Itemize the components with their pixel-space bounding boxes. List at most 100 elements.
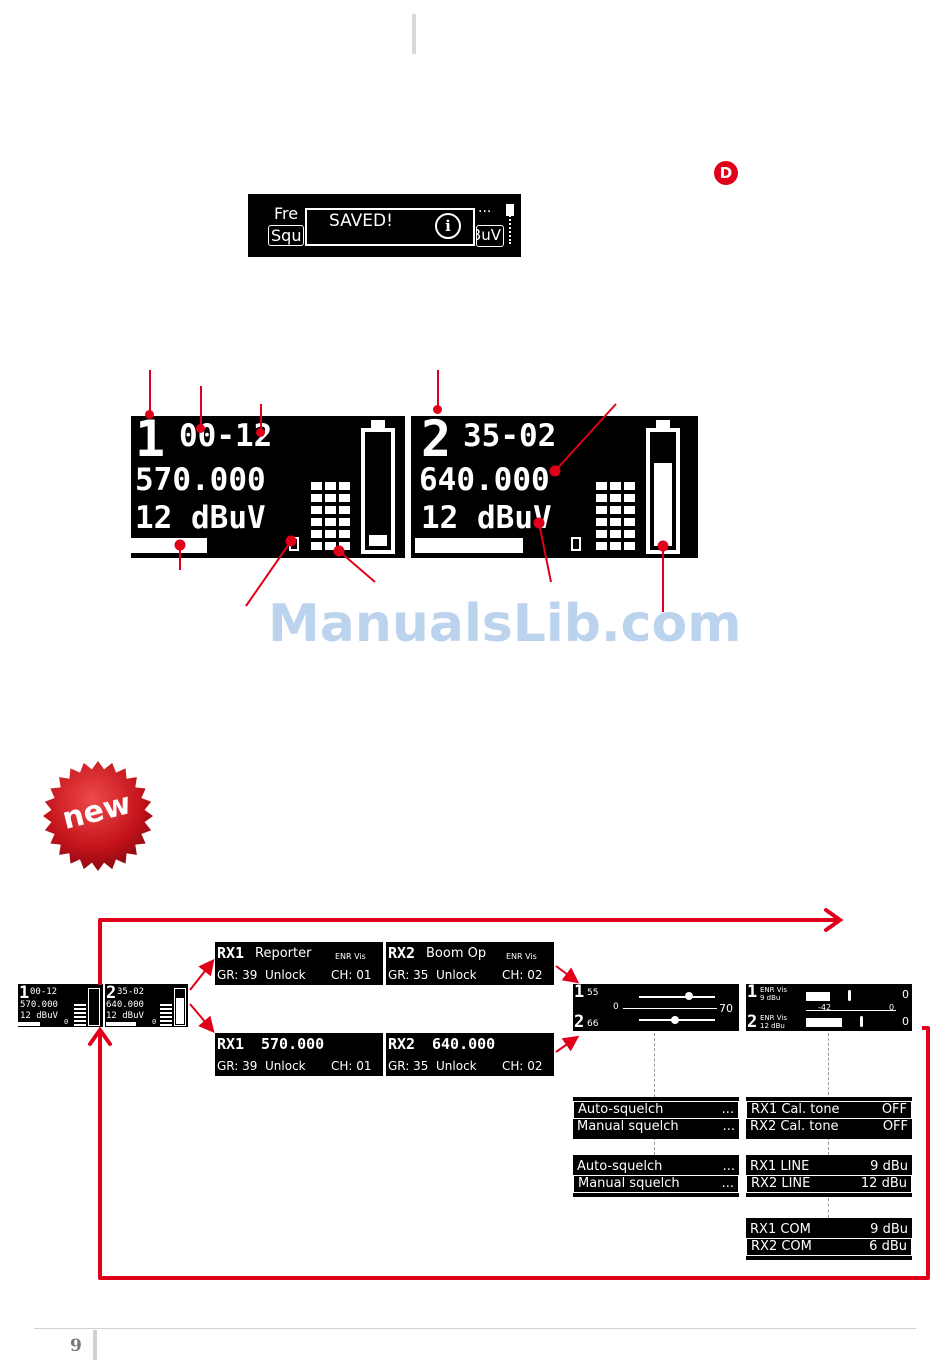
meter-segment (624, 494, 635, 502)
saved-message: SAVED! (329, 211, 393, 231)
sq-marker-1 (685, 992, 693, 1000)
badge-letter: D (719, 164, 733, 182)
name-rx2-name: Boom Op (426, 946, 487, 961)
name-rx2-title: RX2 (388, 944, 416, 962)
meter-segment (624, 542, 635, 550)
menu-item[interactable]: Auto-squelch... (573, 1101, 739, 1119)
page-number: 9 (70, 1336, 82, 1356)
flow-level-screen: 1 ENR Vis 9 dBu 2 ENR Vis 12 dBu -42 0 0… (746, 982, 912, 1032)
flow-menu-1: Auto-squelch...Manual squelch... (573, 1097, 739, 1139)
meter-segment (339, 542, 350, 550)
meter-segment (610, 518, 621, 526)
rx2-level: 12 dBuV (421, 500, 552, 536)
menu-item-label: RX1 COM (750, 1222, 811, 1237)
lv-peak-1 (848, 990, 851, 1001)
meter-segment (325, 482, 336, 490)
meter-segment (596, 530, 607, 538)
footer-bar (93, 1330, 97, 1360)
flow-freq-screen-rx2: RX2 640.000 GR: 35 Unlock CH: 02 (386, 1033, 554, 1076)
lv-peak-2 (860, 1016, 863, 1027)
menu-item-label: RX2 COM (751, 1239, 812, 1254)
menu-item-label: RX1 Cal. tone (751, 1102, 840, 1117)
meter-segment (624, 482, 635, 490)
rx2-battery-icon (646, 420, 680, 554)
battery-fill (369, 535, 387, 546)
name-rx2-tag: ENR Vis (506, 952, 537, 961)
mini-rx1-num: 1 (19, 983, 30, 1003)
lv-v2: 12 dBu (760, 1022, 785, 1030)
mini-rx2-meter (160, 1004, 172, 1026)
lv-scale: -42 (818, 1003, 832, 1012)
callout-diagonals (174, 403, 669, 612)
rx2-squelch-bar (415, 538, 523, 553)
mini-rx2-num: 2 (106, 983, 117, 1003)
freq-rx2-ch: CH: 02 (502, 1059, 543, 1073)
freq-rx1-title: RX1 (217, 1035, 245, 1053)
lv-bar-1 (806, 992, 830, 1001)
menu-right-top: ... (478, 200, 492, 216)
meter-segment (339, 530, 350, 538)
meter-segment (610, 506, 621, 514)
watermark: ManualsLib.com (268, 594, 741, 654)
menu-item-label: Manual squelch (578, 1176, 680, 1191)
sq-v2: 66 (587, 1019, 599, 1029)
menu-item[interactable]: Manual squelch... (573, 1175, 739, 1193)
sq-v1: 55 (587, 988, 599, 998)
menu-item[interactable]: Manual squelch... (573, 1119, 739, 1135)
name-rx1-name: Reporter (255, 946, 312, 961)
menu-item-value: 6 dBu (869, 1239, 907, 1254)
mini-rx2-sq (106, 1022, 136, 1026)
menu-item[interactable]: Auto-squelch... (573, 1159, 739, 1175)
meter-segment (624, 530, 635, 538)
connector-squelch-2 (654, 1137, 655, 1155)
name-rx1-title: RX1 (217, 944, 245, 962)
mini-rx1-lvl: 12 dBuV (20, 1011, 58, 1021)
sq-zero: 0 (613, 1002, 619, 1012)
lv-zero: 0 (889, 1003, 895, 1012)
menu-item-label: RX2 Cal. tone (750, 1119, 839, 1134)
saved-popup-screen: Fre Squ SAVED! i ... dBuV (248, 194, 521, 257)
menu-left-bottom: Squ (268, 225, 305, 246)
sq-r1: 1 (574, 982, 585, 1002)
connector-level-3 (828, 1198, 829, 1218)
flow-menu-2: Auto-squelch...Manual squelch... (573, 1155, 739, 1197)
footer-rule (34, 1328, 916, 1329)
rx1-number: 1 (135, 410, 166, 468)
rx2-audio-meter (596, 482, 638, 554)
mini-rx1-zero: 0 (64, 1018, 69, 1026)
name-rx2-ch: CH: 02 (502, 968, 543, 982)
menu-item[interactable]: RX2 COM 6 dBu (746, 1238, 912, 1256)
menu-item-value: 9 dBu (870, 1159, 908, 1174)
mini-rx2-battery-fill (176, 998, 184, 1024)
menu-item[interactable]: RX2 LINE 12 dBu (746, 1175, 912, 1193)
meter-segment (311, 530, 322, 538)
rx2-frequency: 640.000 (419, 462, 550, 498)
lv-t2: ENR Vis (760, 1014, 787, 1022)
meter-segment (610, 542, 621, 550)
freq-rx2-lock: Unlock (436, 1059, 477, 1073)
flow-squelch-screen: 1 55 2 66 0 70 (573, 982, 739, 1032)
menu-item-label: Auto-squelch (577, 1159, 663, 1174)
lv-bar-2 (806, 1018, 842, 1027)
name-rx1-lock: Unlock (265, 968, 306, 982)
lv-scale-line (806, 1010, 896, 1011)
meter-segment (596, 494, 607, 502)
rx1-battery-icon (361, 420, 395, 554)
menu-item-value: 12 dBu (860, 1176, 907, 1191)
sq-bar-1 (639, 996, 715, 998)
watermark-text: ManualsLib.com (268, 594, 742, 654)
flow-mini-main-screen: 1 00-12 570.000 12 dBuV 0 2 35-02 640.00… (18, 983, 188, 1027)
menu-left-top: Fre (274, 204, 299, 223)
meter-segment (325, 506, 336, 514)
meter-segment (596, 506, 607, 514)
menu-item-label: RX2 LINE (751, 1176, 811, 1191)
rx2-number: 2 (421, 410, 452, 468)
mini-rx2-battery (174, 988, 186, 1026)
meter-segment (311, 482, 322, 490)
